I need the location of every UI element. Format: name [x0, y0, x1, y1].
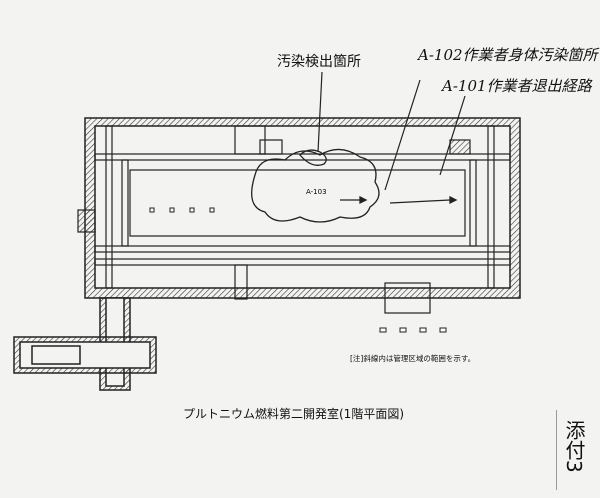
figure-caption: プルトニウム燃料第二開発室(1階平面図)	[183, 407, 404, 421]
corridors	[77, 125, 511, 314]
contamination-cloud	[251, 148, 380, 223]
room-label-a103: A-103	[306, 188, 327, 196]
contamination-location-label: 汚染検出箇所	[277, 54, 361, 70]
a102-contamination-label: A-102作業者身体汚染箇所	[418, 46, 598, 64]
columns	[149, 207, 447, 333]
exit-route-arrows	[340, 195, 458, 205]
hatching-note: [注]斜線内は管理区域の範囲を示す。	[350, 354, 476, 363]
room-a103	[129, 169, 466, 237]
attachment-number: 添付3	[562, 420, 586, 473]
a101-exit-route-label: A-101作業者退出経路	[442, 77, 592, 95]
leader-lines	[317, 71, 466, 191]
building-outline	[13, 117, 521, 391]
margin-line	[556, 410, 557, 490]
